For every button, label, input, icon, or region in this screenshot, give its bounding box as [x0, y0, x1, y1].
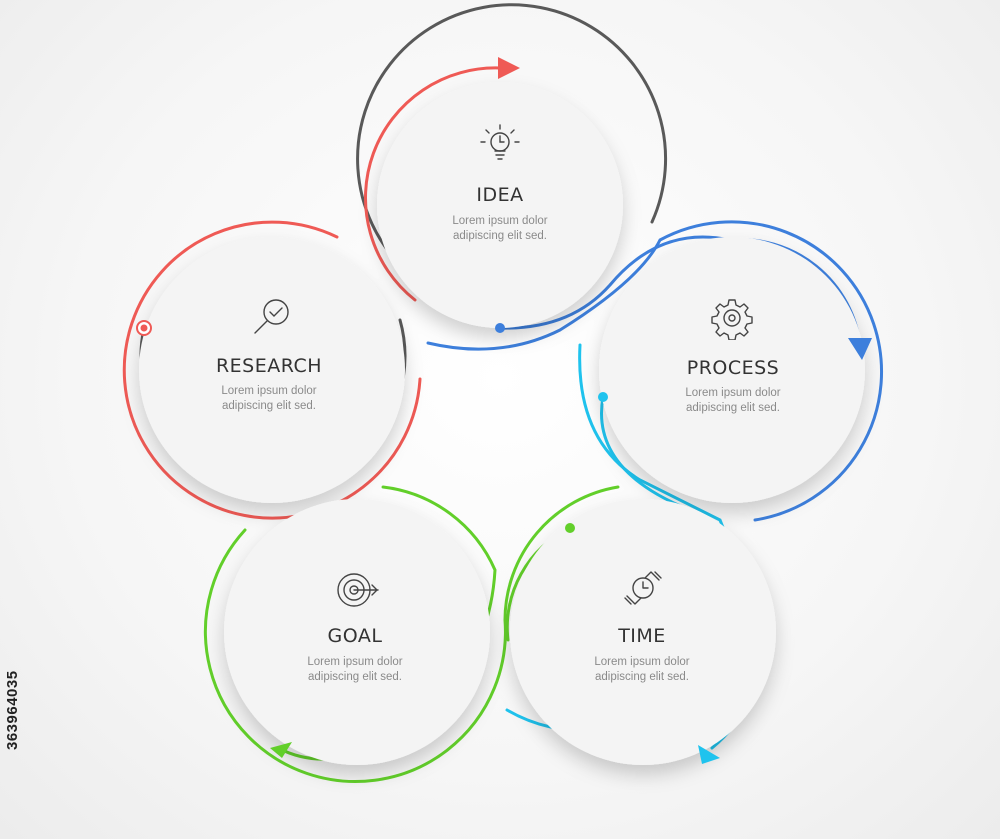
goal-circle [224, 499, 490, 765]
research-description: Lorem ipsum dolor adipiscing elit sed. [159, 384, 379, 414]
idea-description: Lorem ipsum dolor adipiscing elit sed. [390, 214, 610, 244]
research-desc-line-1: Lorem ipsum dolor [221, 385, 317, 397]
idea-arrowhead [498, 57, 520, 79]
goal-title: GOAL [327, 625, 383, 647]
process-outer-arc [426, 220, 884, 522]
idea-inner-arc [364, 66, 502, 302]
lightbulb-icon [480, 124, 520, 160]
stock-id-label: 363964035 [4, 670, 21, 750]
process-end-dot [598, 392, 608, 402]
idea-title: IDEA [476, 184, 524, 206]
process-description: Lorem ipsum dolor adipiscing elit sed. [623, 386, 843, 416]
idea-circle [377, 82, 623, 328]
goal-desc-line-1: Lorem ipsum dolor [307, 656, 403, 668]
research-desc-line-2: adipiscing elit sed. [222, 400, 316, 412]
time-arrowhead [698, 745, 720, 764]
idea-desc-line-1: Lorem ipsum dolor [452, 215, 548, 227]
research-title: RESEARCH [215, 355, 323, 377]
time-desc-line-1: Lorem ipsum dolor [594, 656, 690, 668]
gear-icon [711, 299, 753, 340]
goal-description: Lorem ipsum dolor adipiscing elit sed. [245, 655, 465, 685]
process-title: PROCESS [686, 357, 780, 379]
magnifier-check-icon [254, 299, 289, 334]
goal-outer-arc [203, 485, 620, 783]
target-icon [337, 573, 379, 607]
process-desc-line-1: Lorem ipsum dolor [685, 387, 781, 399]
research-start-dot-core [140, 324, 148, 332]
idea-outer-arc [356, 3, 668, 270]
time-title: TIME [618, 625, 666, 647]
goal-arrowhead [270, 742, 292, 758]
research-outer-arc [122, 220, 422, 520]
time-desc-line-2: adipiscing elit sed. [595, 671, 689, 683]
time-circle [510, 499, 776, 765]
process-arrowhead [848, 338, 872, 360]
watch-icon [624, 571, 662, 605]
process-circle [599, 237, 865, 503]
research-circle [139, 237, 405, 503]
time-description: Lorem ipsum dolor adipiscing elit sed. [532, 655, 752, 685]
goal-desc-line-2: adipiscing elit sed. [308, 671, 402, 683]
process-inner-arc [498, 235, 862, 347]
process-desc-line-2: adipiscing elit sed. [686, 402, 780, 414]
time-end-dot [565, 523, 575, 533]
idea-desc-line-2: adipiscing elit sed. [453, 230, 547, 242]
idea-end-dot [495, 323, 505, 333]
